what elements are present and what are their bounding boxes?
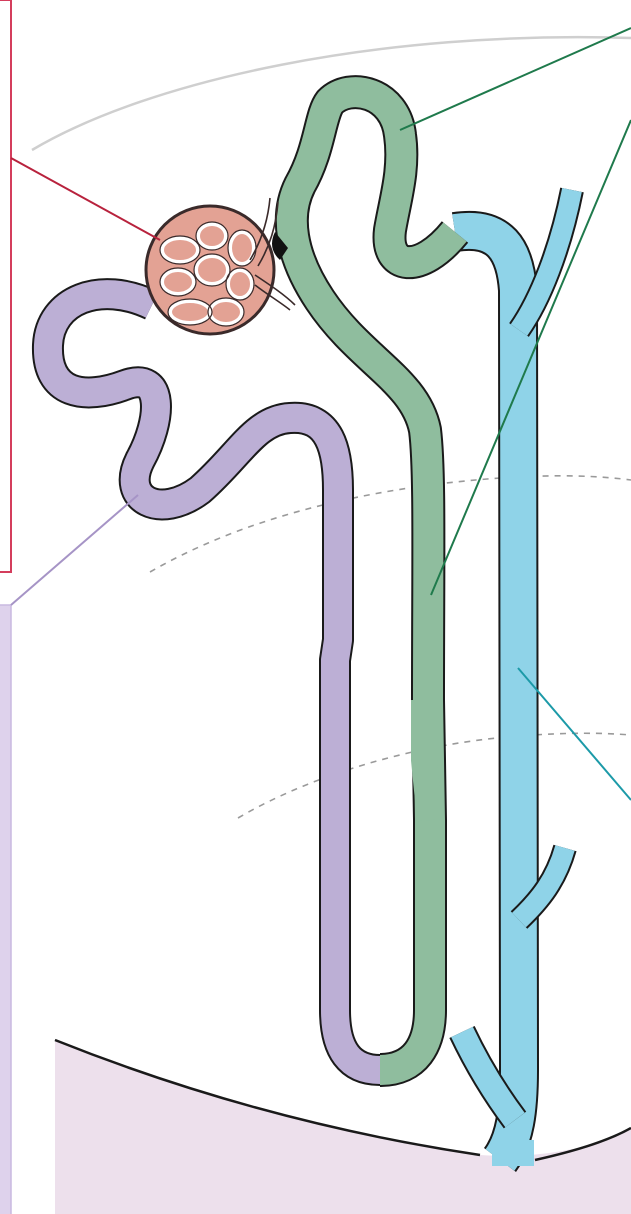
- label-box-bottom: [0, 605, 11, 1214]
- distal-tubule: [292, 92, 455, 1070]
- collecting-duct: [455, 190, 572, 1166]
- proximal-tubule: [48, 294, 380, 1070]
- label-box-top: [0, 0, 11, 572]
- glomerulus: [146, 206, 274, 334]
- leader-line-proximal: [11, 495, 138, 605]
- leader-line-glomerulus: [11, 158, 160, 240]
